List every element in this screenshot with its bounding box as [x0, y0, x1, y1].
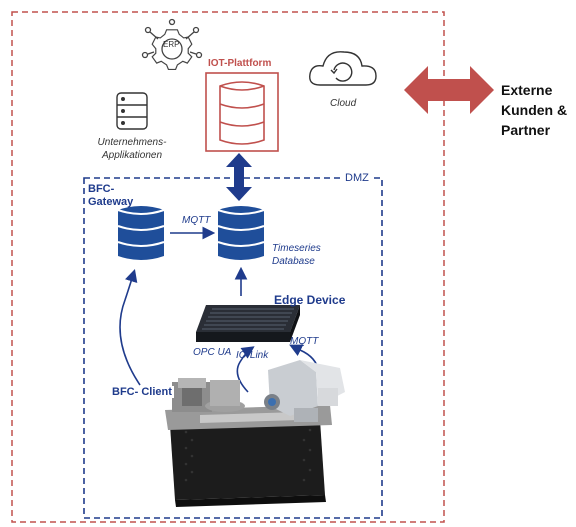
mqtt-top-label: MQTT [182, 215, 211, 226]
external-double-arrow [404, 66, 494, 114]
iot-db-icon [219, 81, 265, 145]
enterprise-apps-line2: Applikationen [101, 150, 163, 161]
iolink-label: IO-Link [236, 350, 269, 361]
iot-dmz-double-arrow [226, 153, 252, 201]
iolink-arrow [236, 346, 255, 393]
timeseries-db-icon [217, 206, 265, 260]
erp-icon [141, 18, 203, 70]
mqtt-bottom-label: MQTT [290, 336, 319, 347]
edge-device-label: Edge Device [274, 293, 346, 307]
enterprise-apps-label: Unternehmens- Applikationen [88, 136, 176, 162]
dmz-boundary [83, 177, 383, 519]
edge-device-icon [196, 305, 300, 342]
machine-illustration [165, 360, 345, 507]
enterprise-boundary [11, 11, 445, 523]
enterprise-apps-db-icon [116, 92, 148, 130]
enterprise-apps-line1: Unternehmens- [97, 137, 167, 148]
gateway-line1: BFC- [88, 183, 115, 195]
erp-label: ERP [163, 40, 180, 49]
bfc-client-label: BFC- Client [110, 386, 174, 398]
external-line3: Partner [501, 122, 551, 138]
external-partners-label: Externe Kunden & Partner [501, 80, 567, 140]
gateway-db-icon [117, 206, 165, 260]
gateway-label: BFC- Gateway [88, 183, 133, 209]
external-line1: Externe [501, 82, 553, 98]
cloud-icon [309, 51, 377, 86]
client-to-gateway-arrow [119, 268, 141, 386]
external-line2: Kunden & [501, 102, 568, 118]
opcua-label: OPC UA [193, 347, 232, 358]
gateway-line2: Gateway [88, 196, 134, 208]
timeseries-line2: Database [272, 256, 315, 267]
timeseries-line1: Timeseries [272, 243, 321, 254]
timeseries-label: Timeseries Database [272, 242, 321, 268]
iot-platform-title: IOT-Plattform [208, 58, 272, 69]
cloud-label: Cloud [330, 98, 357, 109]
dmz-label: DMZ [342, 172, 372, 184]
